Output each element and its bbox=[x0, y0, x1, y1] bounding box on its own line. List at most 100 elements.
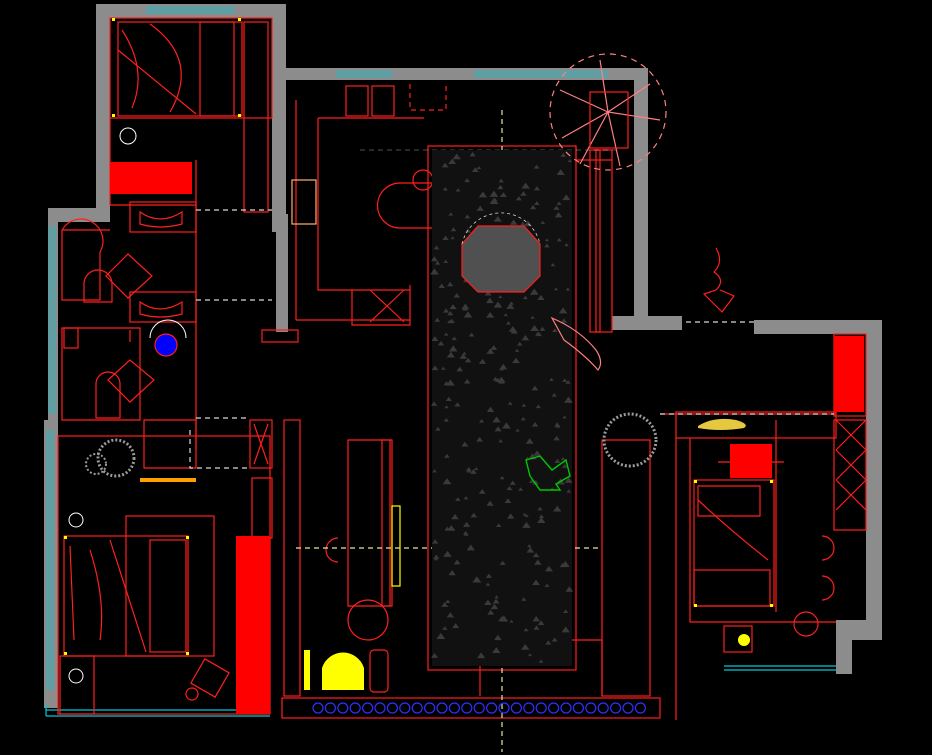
basin-arc bbox=[149, 319, 187, 339]
marker-7 bbox=[64, 652, 67, 655]
bath-2 bbox=[61, 327, 141, 421]
shower-1 bbox=[61, 218, 110, 301]
window-bedroom-north bbox=[146, 7, 234, 13]
floor-speckle bbox=[462, 351, 467, 355]
floor-speckle bbox=[468, 332, 475, 337]
floor-speckle bbox=[494, 634, 502, 641]
floor-speckle bbox=[485, 573, 492, 578]
bed-lower-sheet bbox=[69, 539, 147, 653]
floor-speckle bbox=[446, 351, 455, 358]
planter-ring bbox=[560, 702, 572, 714]
floor-speckle bbox=[520, 191, 527, 196]
floor-speckle bbox=[486, 348, 495, 354]
window-kitchen-north-1 bbox=[336, 71, 392, 77]
floor-speckle bbox=[532, 579, 540, 586]
floor-speckle bbox=[431, 365, 439, 371]
floor-speckle bbox=[432, 469, 437, 473]
floor-speckle bbox=[443, 550, 452, 557]
wall-west-bath-top bbox=[48, 208, 110, 222]
toilet-2 bbox=[95, 371, 121, 419]
bedroom-top-outline bbox=[109, 17, 273, 119]
floor-speckle bbox=[459, 353, 467, 359]
closet-east-2 bbox=[833, 419, 867, 531]
floor-speckle bbox=[444, 453, 450, 458]
floor-speckle bbox=[462, 306, 469, 311]
floor-speckle bbox=[527, 544, 532, 548]
wall-kitchen-west bbox=[276, 214, 288, 332]
kitchen-counter bbox=[317, 117, 424, 326]
bath-cabinet bbox=[63, 327, 79, 349]
light-bedroom-lower bbox=[68, 512, 84, 528]
cooktop bbox=[291, 179, 317, 225]
floor-speckle bbox=[492, 416, 501, 423]
bar-stool-1 bbox=[412, 169, 434, 191]
floor-speckle bbox=[464, 357, 472, 363]
floor-speckle bbox=[509, 480, 516, 485]
floor-speckle bbox=[499, 363, 508, 370]
window-kitchen-north-2 bbox=[474, 71, 608, 77]
floor-speckle bbox=[506, 513, 515, 519]
floor-speckle bbox=[478, 358, 487, 364]
marker-6 bbox=[186, 536, 189, 539]
floor-speckle bbox=[486, 406, 495, 413]
floor-speckle bbox=[430, 268, 439, 275]
floor-speckle bbox=[545, 640, 552, 645]
wall-west-lower bbox=[44, 420, 58, 696]
floor-speckle bbox=[523, 220, 533, 227]
window-bedroom-west bbox=[47, 430, 53, 690]
floor-speckle bbox=[448, 158, 457, 164]
corner-markers bbox=[64, 18, 773, 655]
floor-speckle bbox=[441, 601, 449, 607]
floor-speckle bbox=[463, 378, 471, 384]
floor-speckle bbox=[565, 380, 571, 384]
red-fills bbox=[110, 162, 864, 714]
floor-speckle bbox=[560, 318, 567, 323]
floor-speckle bbox=[492, 598, 500, 604]
floor-speckle bbox=[464, 178, 471, 183]
floor-speckle bbox=[553, 505, 562, 512]
floor-speckle bbox=[438, 283, 445, 289]
floor-speckle bbox=[452, 153, 461, 160]
floor-speckle bbox=[565, 287, 570, 291]
floor-speckle bbox=[556, 169, 565, 175]
table-lamp-arc bbox=[461, 212, 541, 245]
floor-speckle bbox=[470, 512, 478, 518]
floor-speckle bbox=[562, 378, 568, 382]
floor-speckle bbox=[556, 201, 562, 206]
vanity-1 bbox=[129, 201, 197, 233]
floor-speckle bbox=[453, 559, 461, 565]
tree-northeast bbox=[549, 53, 667, 171]
floor-speckle bbox=[553, 435, 560, 441]
rug-east bbox=[698, 418, 746, 430]
wall-west-bedroom-top bbox=[96, 4, 110, 212]
floor-speckle bbox=[533, 625, 540, 630]
floor-speckle bbox=[561, 626, 570, 633]
side-table-lower bbox=[185, 687, 199, 701]
tree-branches bbox=[559, 59, 661, 167]
floor-speckle bbox=[533, 164, 540, 169]
floor-speckle bbox=[515, 428, 520, 432]
floor-speckle bbox=[504, 498, 512, 504]
cabinet-left-1 bbox=[249, 419, 273, 469]
planter-ring bbox=[448, 702, 460, 714]
floor-speckle bbox=[473, 467, 479, 471]
floor-speckle bbox=[431, 336, 439, 342]
floor-speckle bbox=[465, 466, 472, 472]
floor-speckle bbox=[506, 485, 513, 491]
plant-green bbox=[525, 455, 571, 491]
kitchen-step bbox=[261, 329, 299, 343]
floor-speckle bbox=[455, 188, 461, 192]
floor-speckle bbox=[537, 620, 545, 626]
dining-table bbox=[461, 225, 541, 293]
wall-west-bath bbox=[48, 208, 58, 428]
floor-speckle bbox=[443, 259, 449, 264]
planter-ring bbox=[523, 702, 535, 714]
floor-speckle bbox=[561, 560, 570, 567]
floor-speckle bbox=[538, 514, 545, 519]
floor-speckle bbox=[550, 262, 556, 267]
planter-ring bbox=[461, 702, 473, 714]
floor-speckle bbox=[430, 401, 438, 406]
floor-speckle bbox=[448, 345, 458, 352]
vanity-basins bbox=[139, 210, 183, 318]
